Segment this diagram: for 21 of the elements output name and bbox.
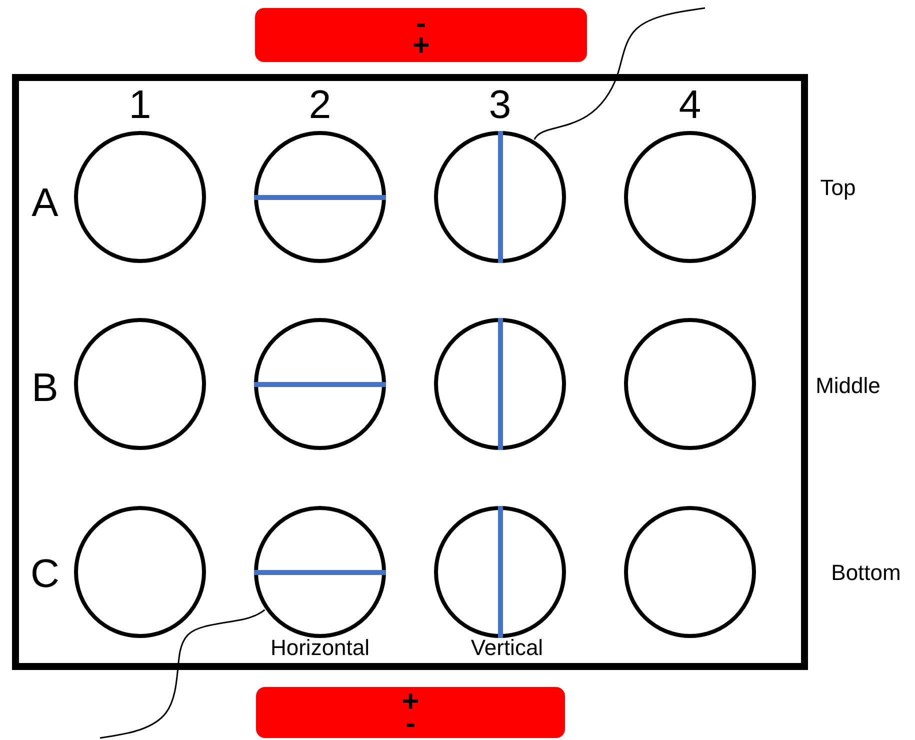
column-number: 2 [308,85,332,125]
row-letter: B [32,368,58,408]
position-label: Bottom [831,562,901,584]
row-letter: A [32,183,58,223]
polarity-sign: + [402,690,420,712]
plate-frame [12,74,808,670]
electrode-bar [255,8,587,62]
row-letter: C [30,554,60,594]
column-number: 1 [128,85,152,125]
position-label: Middle [816,375,880,397]
leader-line [100,609,266,739]
orientation-label: Horizontal [270,637,370,659]
polarity-sign: - [416,13,426,35]
polarity-sign: - [406,712,416,734]
column-number: 4 [678,85,702,125]
orientation-label: Vertical [470,637,544,659]
leader-line [534,7,706,140]
column-number: 3 [488,85,512,125]
polarity-sign: + [412,35,430,57]
electrode-bar [256,687,565,738]
position-label: Top [820,177,856,199]
